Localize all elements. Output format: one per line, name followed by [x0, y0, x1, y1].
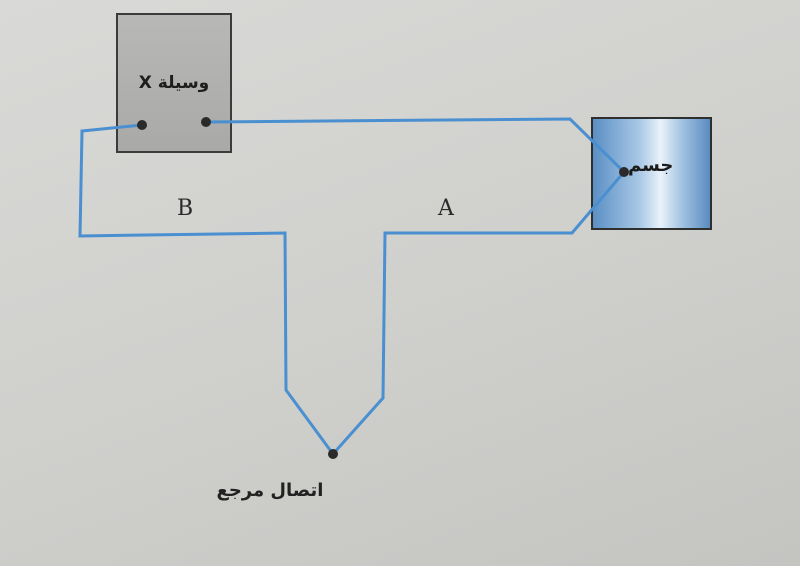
wire-a-label: A — [438, 196, 454, 221]
wire-b-label: B — [177, 196, 194, 221]
device-x-box: وسيلة X — [116, 13, 232, 153]
body-box — [591, 117, 712, 230]
device-x-label: وسيلة X — [138, 73, 210, 93]
body-label: جسم — [628, 155, 674, 176]
ground-point — [328, 449, 338, 459]
body-terminal — [619, 167, 629, 177]
device-terminal-left — [137, 120, 147, 130]
wire-top — [205, 117, 626, 174]
device-terminal-right — [201, 117, 211, 127]
ground-label: اتصال مرجع — [216, 480, 324, 501]
wire-b — [78, 123, 335, 455]
wire-a — [331, 171, 626, 455]
